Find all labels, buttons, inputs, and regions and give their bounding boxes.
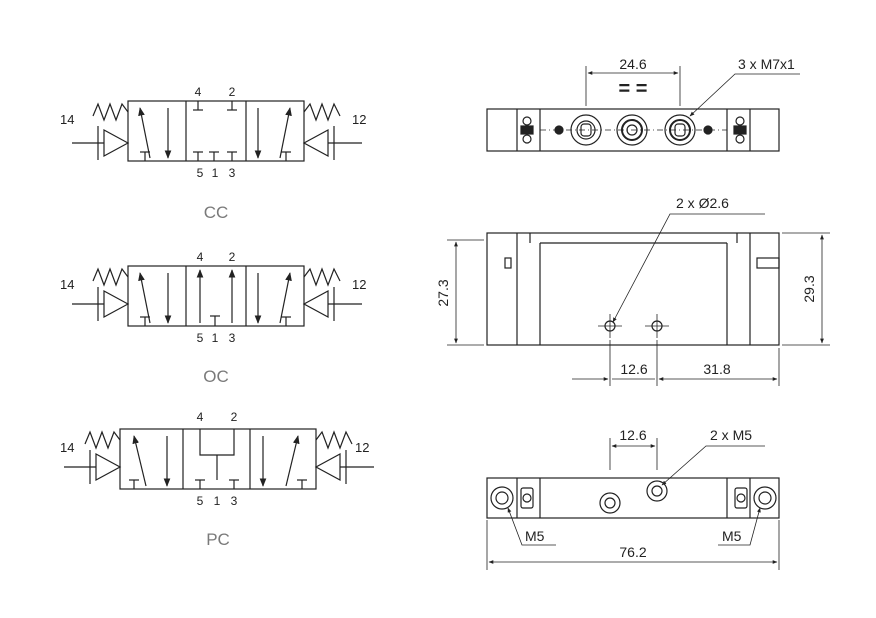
spring-right bbox=[303, 102, 341, 122]
side-view bbox=[447, 213, 830, 386]
port-label-14: 14 bbox=[60, 112, 74, 127]
top-view-body bbox=[486, 108, 780, 152]
bottom-view bbox=[486, 438, 780, 570]
port-label-3: 3 bbox=[231, 494, 238, 508]
valve-body bbox=[127, 265, 305, 327]
port-label-2: 2 bbox=[231, 410, 238, 424]
port-label-2: 2 bbox=[229, 250, 236, 264]
port-label-1: 1 bbox=[212, 166, 219, 180]
port-label-5: 5 bbox=[197, 494, 204, 508]
pilot-right-icon bbox=[302, 128, 329, 158]
port-label-1: 1 bbox=[214, 494, 221, 508]
pilot-right-icon bbox=[314, 452, 341, 482]
symbol-pc bbox=[64, 428, 374, 490]
port-label-12: 12 bbox=[352, 277, 366, 292]
port-label-5: 5 bbox=[197, 166, 204, 180]
holes-label: 2 x Ø2.6 bbox=[676, 195, 729, 211]
dim-offset: 31.8 bbox=[703, 361, 730, 377]
equal-mark: = = bbox=[619, 78, 648, 100]
port-label-5: 5 bbox=[197, 331, 204, 345]
dim-hole-spacing: 12.6 bbox=[620, 361, 647, 377]
port-label-3: 3 bbox=[229, 331, 236, 345]
pilot-left-icon bbox=[103, 128, 130, 158]
port-label-1: 1 bbox=[212, 331, 219, 345]
symbol-title-pc: PC bbox=[206, 530, 230, 549]
symbol-title-oc: OC bbox=[203, 367, 229, 386]
port-label-2: 2 bbox=[229, 85, 236, 99]
dim-height-right: 29.3 bbox=[801, 275, 817, 302]
dim-height-left: 27.3 bbox=[435, 279, 451, 306]
port-label-3: 3 bbox=[229, 166, 236, 180]
port-label-12: 12 bbox=[352, 112, 366, 127]
port-label-14: 14 bbox=[60, 277, 74, 292]
dim-length: 76.2 bbox=[619, 544, 646, 560]
thread-left-label: M5 bbox=[525, 528, 545, 544]
port-label-14: 14 bbox=[60, 440, 74, 455]
pilot-left-icon bbox=[95, 452, 122, 482]
thread-center-label: 2 x M5 bbox=[710, 427, 752, 443]
symbol-cc bbox=[72, 100, 362, 162]
side-view-body bbox=[486, 232, 780, 346]
valve-body bbox=[119, 428, 317, 490]
pilot-left-icon bbox=[103, 289, 130, 319]
spring-left bbox=[92, 102, 129, 122]
thread-right-label: M5 bbox=[722, 528, 742, 544]
port-circle bbox=[664, 114, 696, 146]
dim-spacing: 12.6 bbox=[619, 427, 646, 443]
bottom-view-body bbox=[486, 477, 780, 519]
port-label-4: 4 bbox=[197, 250, 204, 264]
dim-pitch: 24.6 bbox=[619, 56, 646, 72]
top-view bbox=[486, 66, 800, 152]
thread-label: 3 x M7x1 bbox=[738, 56, 795, 72]
port-label-4: 4 bbox=[197, 410, 204, 424]
port-label-4: 4 bbox=[195, 85, 202, 99]
port-label-12: 12 bbox=[355, 440, 369, 455]
valve-body bbox=[127, 100, 305, 162]
symbol-oc bbox=[72, 265, 362, 327]
pilot-right-icon bbox=[302, 289, 329, 319]
symbol-title-cc: CC bbox=[204, 203, 229, 222]
